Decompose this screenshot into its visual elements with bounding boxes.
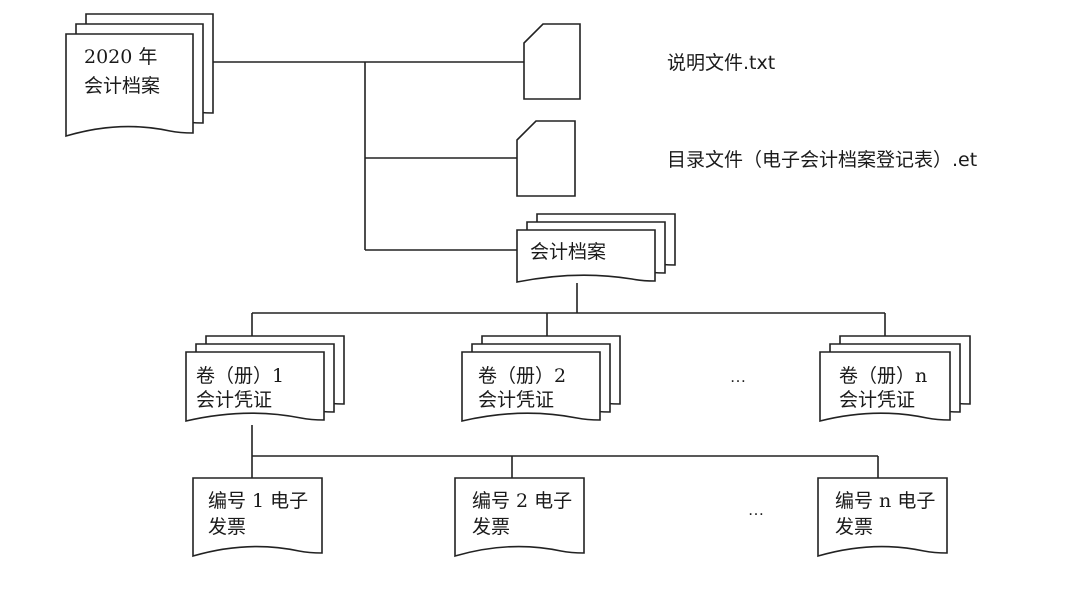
- archive-document: 会计档案: [516, 213, 676, 283]
- root-archive-line2: 会计档案: [84, 75, 160, 97]
- invoice-2-line2: 发票: [472, 516, 510, 538]
- root-archive-line1: 2020 年: [84, 46, 157, 68]
- volume-document-n: 卷（册）n 会计凭证: [819, 335, 971, 423]
- root-archive-document: 2020 年 会计档案: [65, 13, 214, 138]
- volume-n-line1: 卷（册）n: [839, 365, 927, 387]
- volume-document-1: 卷（册）1 会计凭证: [185, 335, 345, 423]
- invoice-n-line2: 发票: [835, 516, 873, 538]
- connector-lines: [213, 61, 886, 478]
- catalog-file-label: 目录文件（电子会计档案登记表）.et: [667, 149, 977, 171]
- archive-label: 会计档案: [530, 241, 606, 263]
- volume-2-line2: 会计凭证: [478, 389, 554, 411]
- volume-1-line2: 会计凭证: [196, 389, 272, 411]
- invoice-document-2: 编号 2 电子 发票: [454, 477, 585, 558]
- volume-document-2: 卷（册）2 会计凭证: [461, 335, 621, 423]
- invoice-2-line1: 编号 2 电子: [472, 490, 572, 512]
- invoice-1-line1: 编号 1 电子: [208, 490, 308, 512]
- invoice-1-line2: 发票: [208, 516, 246, 538]
- invoice-ellipsis: …: [748, 502, 764, 519]
- volume-2-line1: 卷（册）2: [478, 365, 566, 387]
- catalog-file-icon: [516, 120, 576, 197]
- invoice-document-1: 编号 1 电子 发票: [192, 477, 323, 558]
- volume-1-line1: 卷（册）1: [196, 365, 284, 387]
- invoice-n-line1: 编号 n 电子: [835, 490, 935, 512]
- volume-n-line2: 会计凭证: [839, 389, 915, 411]
- readme-file-label: 说明文件.txt: [667, 52, 775, 74]
- readme-file-icon: [523, 23, 581, 100]
- volume-ellipsis: …: [730, 369, 746, 386]
- invoice-document-n: 编号 n 电子 发票: [817, 477, 948, 558]
